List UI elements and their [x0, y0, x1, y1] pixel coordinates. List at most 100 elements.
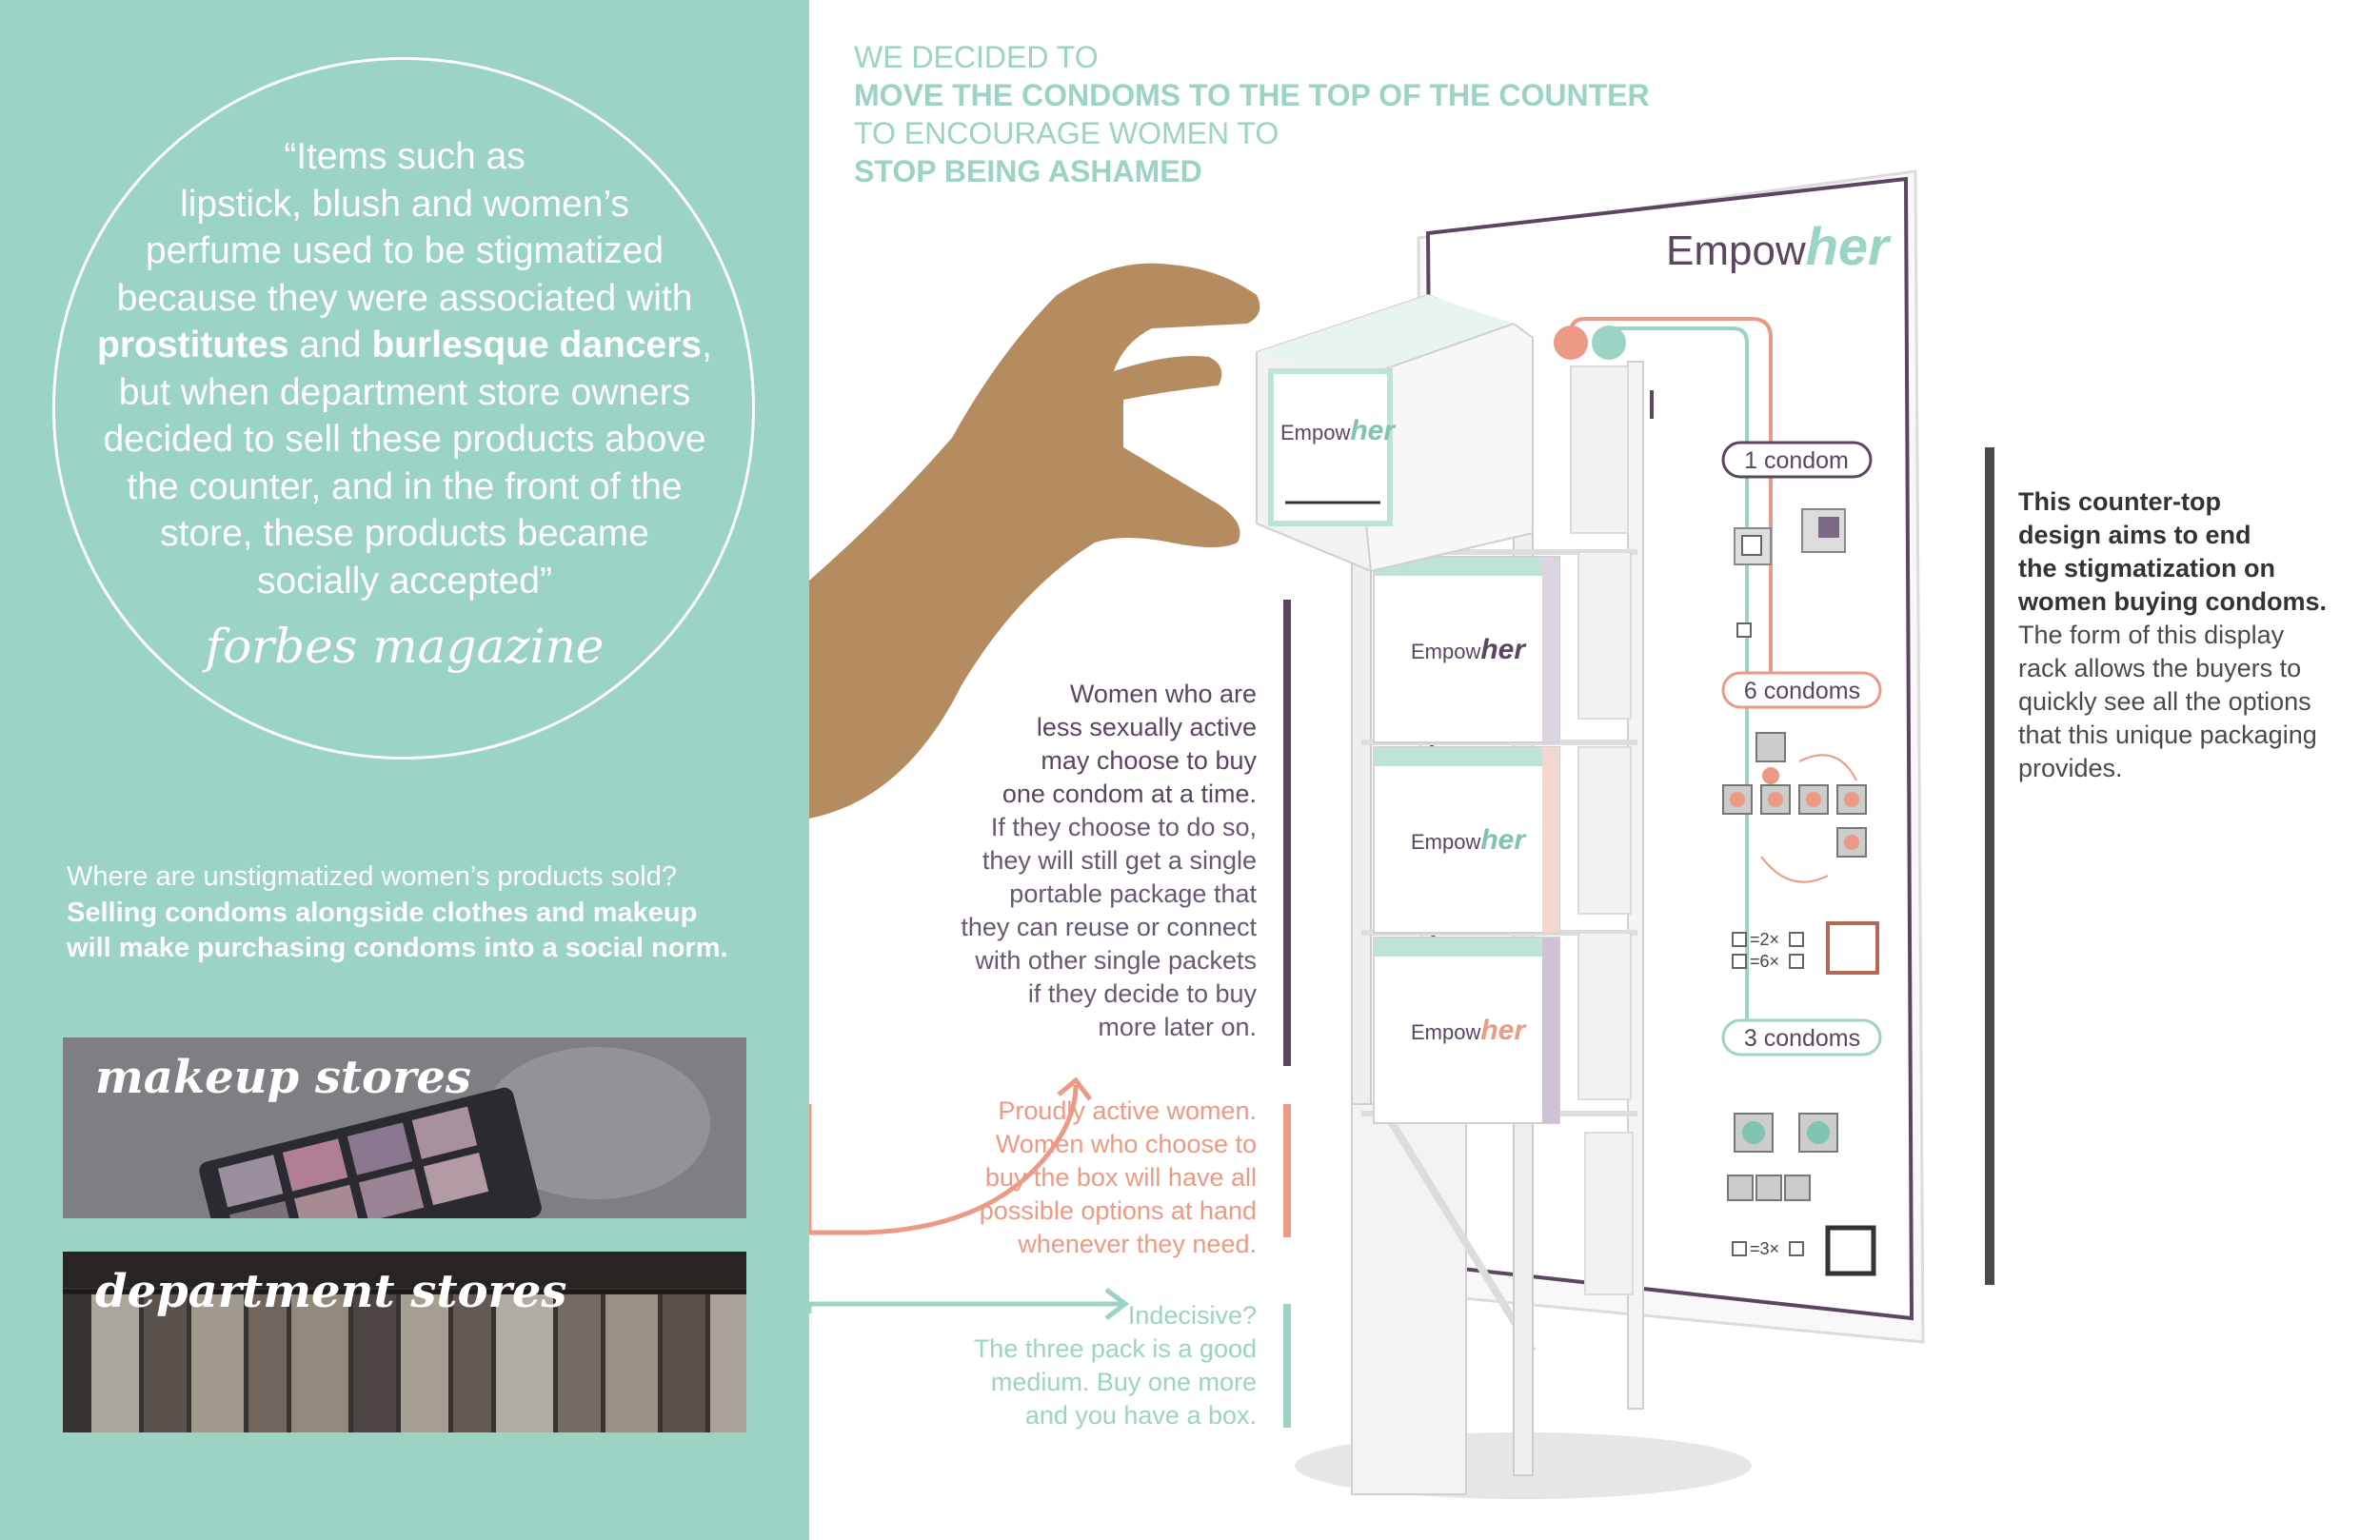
quote-line: the counter, and in the front of the — [127, 465, 683, 507]
single-condom-bar — [1283, 600, 1291, 1066]
brand-suffix: her — [1480, 634, 1527, 665]
department-stores-banner: department stores — [63, 1252, 746, 1432]
quote-text: “Items such as lipstick, blush and women… — [86, 133, 724, 604]
poster-brand: Empowher — [1666, 216, 1892, 276]
three-condoms-label: 3 condoms — [1744, 1025, 1860, 1052]
right-line-strong: the stigmatization on — [2018, 554, 2275, 582]
box-description: Proudly active women. Women who choose t… — [914, 1095, 1257, 1261]
brand-suffix: her — [1480, 1015, 1527, 1046]
brand-prefix: Empow — [1666, 227, 1806, 274]
right-line: provides. — [2018, 754, 2123, 782]
three-pack-pointer-arrowhead — [1104, 1288, 1130, 1320]
quote-bold-burlesque: burlesque dancers — [371, 325, 703, 365]
desc-line-strong: Proudly active women. — [998, 1096, 1257, 1125]
eq-box-icon — [1732, 932, 1747, 947]
display-rack-illustration: Empowher 1 condom 6 condoms =2× =6× 3 c — [809, 169, 1925, 1499]
held-cube-box: Empowher — [1256, 293, 1534, 573]
eq-box-icon — [1789, 932, 1804, 947]
side-box — [1577, 932, 1632, 1100]
desc-line: The three pack is a good — [973, 1334, 1257, 1363]
desc-line: buy the box will have all — [984, 1163, 1257, 1192]
brand-prefix: Empow — [1411, 640, 1480, 663]
quote-line: but when department store owners — [118, 371, 691, 413]
quote-line: “Items such as — [284, 136, 526, 177]
quote-line: socially accepted” — [257, 560, 552, 602]
side-box — [1577, 551, 1632, 720]
quote-line: store, these products became — [160, 513, 649, 554]
department-stores-label: department stores — [95, 1265, 567, 1318]
three-pack-closed-dot — [1807, 1121, 1830, 1144]
headline-line-bold: STOP BEING ASHAMED — [854, 154, 1202, 188]
eq-two-label: =2× — [1750, 930, 1779, 949]
headline-line-bold: MOVE THE CONDOMS TO THE TOP OF THE COUNT… — [854, 78, 1650, 112]
right-line-strong: This counter-top — [2018, 487, 2221, 516]
side-box — [1584, 1132, 1634, 1295]
desc-line: Women who choose to — [995, 1130, 1257, 1158]
eq-box-icon — [1789, 954, 1804, 969]
quote-line: lipstick, blush and women’s — [180, 183, 629, 225]
box-pointer-arrowhead — [1057, 1076, 1092, 1101]
where-answer-line: Selling condoms alongside clothes and ma… — [67, 898, 698, 928]
cube-brand: Empowher — [1411, 634, 1527, 665]
quote-comma: , — [702, 325, 712, 365]
right-line: rack allows the buyers to — [2018, 654, 2302, 682]
eq-three-label: =3× — [1750, 1239, 1779, 1258]
desc-line-strong: less sexually active — [1036, 713, 1257, 741]
desc-line: with other single packets — [975, 946, 1257, 975]
brand-suffix: her — [1806, 216, 1892, 276]
headline-line: TO ENCOURAGE WOMEN TO — [854, 116, 1279, 150]
desc-line: whenever they need. — [1018, 1230, 1257, 1258]
six-box-icon — [1826, 921, 1879, 975]
headline: WE DECIDED TO MOVE THE CONDOMS TO THE TO… — [854, 38, 1650, 190]
rack-base — [1351, 1103, 1467, 1495]
one-condom-pill — [1721, 441, 1873, 479]
desc-line: more later on. — [1098, 1013, 1257, 1041]
brand-suffix: her — [1350, 415, 1397, 446]
brand-prefix: Empow — [1411, 830, 1480, 854]
right-line-strong: design aims to end — [2018, 521, 2251, 549]
three-pack-pointer-arrow — [809, 1301, 1123, 1313]
three-pack-row-icon — [1727, 1175, 1754, 1201]
brand-suffix: her — [1480, 824, 1527, 856]
desc-line: they can reuse or connect — [961, 913, 1257, 941]
where-answer: Selling condoms alongside clothes and ma… — [67, 896, 790, 966]
three-pack-description: Indecisive? The three pack is a good med… — [914, 1299, 1257, 1432]
desc-line-strong: Women who are — [1069, 680, 1257, 708]
open-pack-inner-icon — [1818, 517, 1839, 538]
hand-illustration — [809, 263, 1260, 819]
one-condom-label: 1 condom — [1744, 447, 1849, 474]
desc-line: they will still get a single — [982, 846, 1257, 875]
quote-line: perfume used to be stigmatized — [145, 230, 664, 271]
three-pack-bar — [1283, 1304, 1291, 1428]
desc-line: medium. Buy one more — [990, 1368, 1257, 1396]
right-line: that this unique packaging — [2018, 721, 2317, 749]
desc-line-strong: Indecisive? — [1127, 1301, 1257, 1330]
where-question: Where are unstigmatized women’s products… — [67, 861, 678, 892]
clothing-rack-image — [63, 1252, 746, 1432]
desc-line: and you have a box. — [1024, 1401, 1257, 1430]
eq-six-label: =6× — [1750, 952, 1779, 971]
quote-line: prostitutes and burlesque dancers, — [86, 322, 724, 369]
headline-line: WE DECIDED TO — [854, 40, 1099, 74]
six-condoms-pill — [1721, 671, 1882, 709]
eq-box-icon — [1789, 1241, 1804, 1256]
three-condoms-pill — [1721, 1018, 1882, 1056]
side-box — [1570, 365, 1629, 534]
desc-line: if they decide to buy — [1027, 979, 1257, 1008]
quote-circle — [52, 57, 755, 760]
right-line-strong: women buying condoms. — [2018, 587, 2328, 616]
three-pack-row-icon — [1784, 1175, 1811, 1201]
single-pack-window-icon — [1741, 535, 1762, 556]
cube-brand: Empowher — [1280, 415, 1397, 446]
quote-and: and — [288, 325, 372, 365]
three-pack-row-icon — [1755, 1175, 1782, 1201]
brand-prefix: Empow — [1280, 421, 1350, 444]
makeup-stores-banner: makeup stores — [63, 1037, 746, 1218]
mint-dot — [1592, 326, 1626, 360]
desc-line: possible options at hand — [979, 1196, 1257, 1225]
six-condoms-label: 6 condoms — [1744, 678, 1860, 704]
desc-line: portable package that — [1009, 879, 1257, 908]
right-line: quickly see all the options — [2018, 687, 2311, 716]
cube-brand: Empowher — [1411, 824, 1527, 856]
cube-box: Empowher — [1373, 556, 1560, 743]
